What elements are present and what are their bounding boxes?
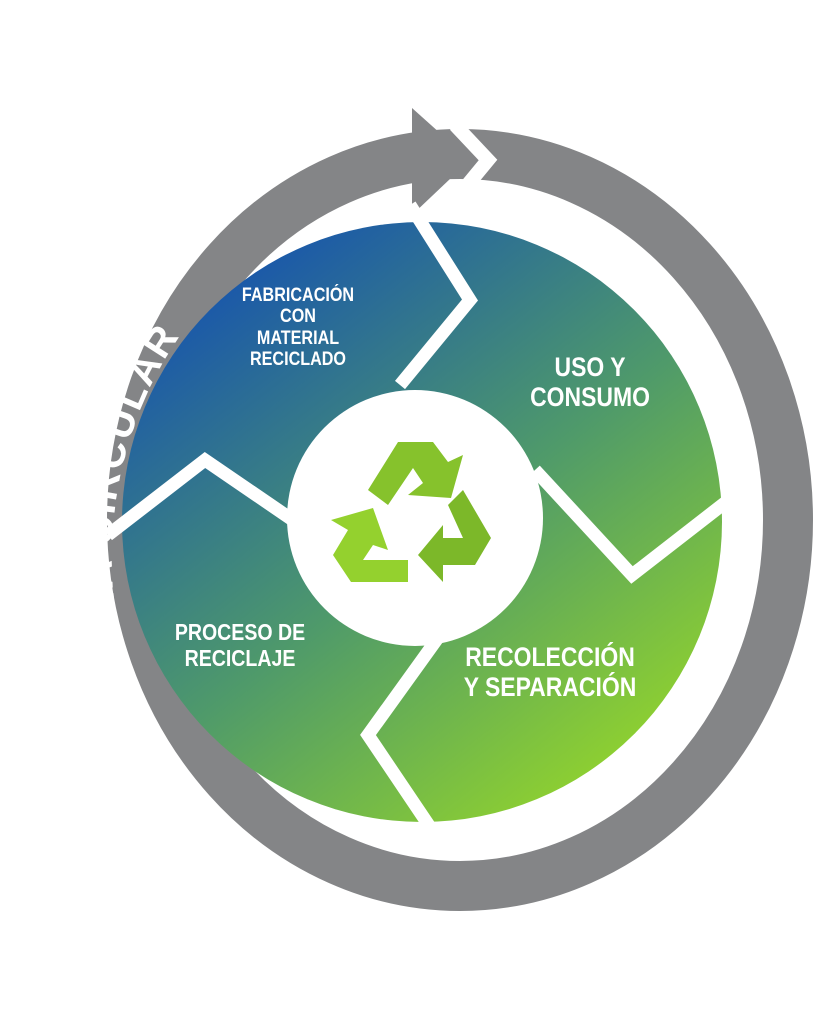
stage-proceso-label: PROCESO DE RECICLAJE (164, 619, 317, 672)
label-line: RECICLAJE (184, 644, 296, 671)
label-line: FABRICACIÓN (241, 285, 355, 306)
label-line: RECOLECCIÓN (465, 642, 635, 672)
label-line: CONSUMO (530, 382, 650, 413)
stage-separators (104, 201, 739, 834)
ring-arrow-head (412, 108, 470, 215)
label-line: USO Y (554, 352, 626, 382)
stage-fabricacion-label: FABRICACIÓN CON MATERIAL RECICLADO (230, 285, 366, 370)
recycle-icon (331, 442, 491, 582)
label-line: RECICLADO (249, 348, 346, 370)
label-line: Y SEPARACIÓN (463, 672, 637, 703)
stage-recoleccion-label: RECOLECCIÓN Y SEPARACIÓN (457, 642, 644, 702)
stage-uso-label: USO Y CONSUMO (514, 352, 667, 412)
label-line: MATERIAL (256, 327, 340, 349)
center-circle (287, 390, 543, 646)
ring-arrow-gap (449, 120, 498, 205)
label-line: CON (280, 306, 316, 328)
label-line: PROCESO DE (174, 619, 306, 645)
